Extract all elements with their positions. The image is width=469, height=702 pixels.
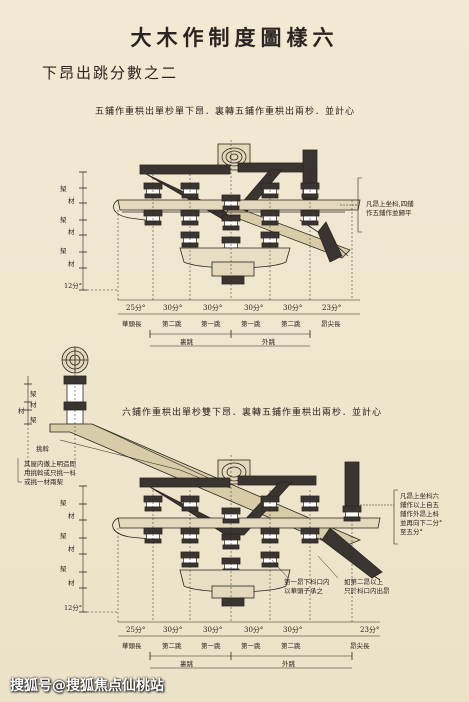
figure2-dim: 30分° [203, 626, 223, 634]
figure2-dim: 30分° [244, 626, 264, 634]
figure1-group-outer: 外跳 [262, 338, 275, 346]
figure2-group-inner: 裏跳 [180, 660, 193, 668]
figure1-caption: 五鋪作重栱出單杪單下昂．裏轉五鋪作重栱出兩杪．並計心 [95, 107, 356, 117]
figure2-note-center-1: 第一昂下枓口内 以華頭子承之 [284, 578, 330, 595]
figure2-group-outer: 外跳 [282, 660, 295, 668]
figure2-dim: 30分° [283, 626, 303, 634]
figure2-part: 第一跳 [201, 642, 221, 650]
figure2-dim: 23分° [360, 626, 380, 634]
figure2-left-label: 栔 [30, 390, 37, 398]
figure1-part: 第一跳 [201, 320, 221, 328]
figure2-scale-label: 材 [68, 512, 75, 520]
figure2-dim: 25分° [126, 626, 146, 634]
sheet-subtitle: 下昂出跳分數之二 [42, 64, 179, 82]
figure1-part: 第二跳 [162, 320, 182, 328]
figure1-dim: 30分° [203, 304, 223, 312]
figure2-scale-bottom: 12分° [64, 604, 83, 612]
figure1-scale-label: 材 [68, 228, 75, 236]
figure2-scale-label: 栔 [60, 499, 67, 507]
figure1-group-inner: 裏跳 [180, 338, 193, 346]
figure2-caption: 六鋪作重栱出單杪雙下昂．裏轉五鋪作重栱出兩杪．並計心 [122, 408, 383, 418]
figure2-note-left: 其屋内徹上明造即 用挑斡或只挑一枓 或挑一材兩栔 [24, 460, 76, 486]
figure2-scale-label: 材 [68, 579, 75, 587]
figure1-scale-bottom: 12分° [64, 282, 83, 290]
figure1-part: 第二跳 [281, 320, 301, 328]
figure2-part: 第一跳 [241, 642, 261, 650]
figure1-scale-label: 材 [68, 260, 75, 268]
figure1-dim: 30分° [244, 304, 264, 312]
figure2-left-label: 材 [30, 401, 37, 409]
figure2-beam-label: 挑斡 [36, 445, 49, 453]
figure2-dim: 30分° [163, 626, 183, 634]
figure1-scale-label: 栔 [60, 185, 67, 193]
figure1-dim: 30分° [163, 304, 183, 312]
figure1-dim: 23分° [322, 304, 342, 312]
figure2-scale-label: 材 [68, 545, 75, 553]
figure1-note: 凡昂上坐枓,四鋪 作五鋪作並歸平 [366, 200, 414, 217]
figure2-left-label: 栔 [30, 416, 37, 424]
figure2-part: 第二跳 [281, 642, 301, 650]
figure1-scale-label: 栔 [60, 216, 67, 224]
figure1-part: 第一跳 [241, 320, 261, 328]
figure1-dim: 30分° [283, 304, 303, 312]
figure1-bracket [79, 140, 362, 347]
figure1-part: 昂尖長 [321, 320, 341, 328]
figure2-left-top-label: 材 [18, 407, 25, 415]
figure2-scale-label: 栔 [60, 565, 67, 573]
figure1-scale-label: 材 [68, 197, 75, 205]
figure2-scale-label: 栔 [60, 532, 67, 540]
figure2-note-right: 凡昂上坐枓六 鋪作以上自五 鋪作外昂上枓 並再向下二分° 至五分° [400, 492, 443, 536]
figure2-part: 第二跳 [162, 642, 182, 650]
figure2-part: 華頭長 [122, 642, 142, 650]
figure2-bracket [17, 346, 398, 669]
figure1-part: 華頭長 [122, 320, 142, 328]
figure2-note-center-2: 如第二昂以上 只於枓口内出昂 [344, 578, 390, 595]
figure2-part: 昂尖長 [350, 642, 370, 650]
sheet-title: 大木作制度圖樣六 [130, 25, 339, 50]
figure1-dim: 25分° [126, 304, 146, 312]
watermark: 搜狐号@搜狐焦点仙桃站 [10, 678, 164, 694]
figure1-scale-label: 栔 [60, 247, 67, 255]
